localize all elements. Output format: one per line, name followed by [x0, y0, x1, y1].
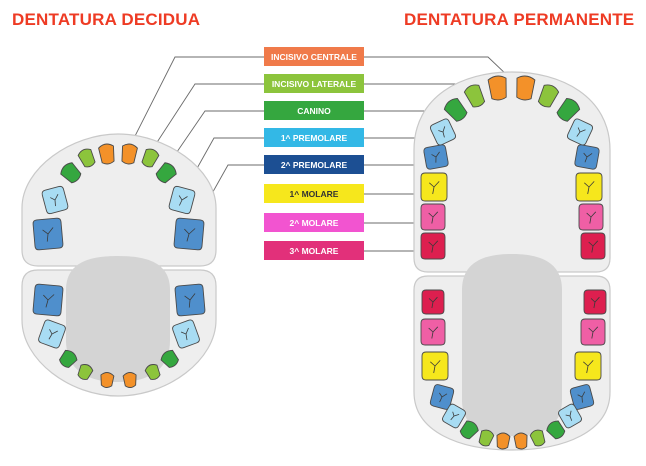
permanent-upper-tooth-molare-2	[578, 203, 604, 231]
deciduous-lower-tooth-incisivo-centrale	[122, 372, 137, 388]
permanent-lower-tooth-incisivo-centrale	[496, 432, 511, 450]
permanent-lower-tooth-incisivo-centrale	[513, 432, 528, 450]
deciduous-lower-tooth-premolare-2	[174, 283, 206, 317]
legend-molare-1: 1^ MOLARE	[264, 184, 364, 203]
deciduous-upper-tooth-premolare-1	[168, 185, 196, 215]
permanent-upper-tooth-canino	[443, 97, 468, 122]
permanent-upper-tooth-incisivo-laterale	[463, 84, 486, 108]
deciduous-upper-tooth-incisivo-laterale	[141, 148, 160, 168]
permanent-upper-tooth-premolare-2	[574, 144, 600, 170]
permanent-lower-tooth-premolare-2	[569, 384, 595, 410]
deciduous-upper-tooth-premolare-1	[41, 185, 69, 215]
permanent-upper-tooth-molare-1	[575, 172, 603, 202]
permanent-upper-tooth-canino	[556, 97, 581, 122]
deciduous-lower-tooth-premolare-2	[32, 283, 64, 317]
legend-molare-3: 3^ MOLARE	[264, 241, 364, 260]
deciduous-lower-tooth-canino	[160, 349, 179, 368]
deciduous-upper-tooth-canino	[155, 162, 177, 184]
leader-line-deciduous-incisivo-centrale	[132, 56, 264, 141]
deciduous-lower-tooth-premolare-1	[172, 319, 200, 349]
permanent-upper-tooth-molare-3	[420, 232, 446, 260]
permanent-lower-tooth-molare-2	[580, 318, 606, 346]
deciduous-upper-tooth-incisivo-centrale	[121, 143, 138, 165]
permanent-upper-arch	[413, 71, 611, 273]
leader-line-permanent-molare-1	[364, 187, 421, 195]
deciduous-title: DENTATURA DECIDUA	[12, 10, 201, 29]
permanent-lower-tooth-incisivo-laterale	[529, 429, 546, 447]
deciduous-dentition	[21, 133, 217, 397]
leader-line-permanent-molare-3	[364, 246, 421, 252]
legend-incisivo-centrale: INCISIVO CENTRALE	[264, 47, 364, 66]
deciduous-lower-tooth-incisivo-laterale	[77, 364, 94, 380]
permanent-lower-tooth-molare-1	[421, 351, 449, 381]
permanent-lower-tooth-molare-1	[574, 351, 602, 381]
deciduous-upper-tooth-incisivo-centrale	[98, 143, 115, 165]
leader-line-permanent-molare-2	[364, 217, 421, 224]
permanent-dentition	[413, 71, 611, 451]
leader-line-deciduous-canino	[167, 110, 264, 166]
deciduous-upper-tooth-premolare-2	[173, 217, 205, 251]
permanent-lower-tooth-canino	[459, 420, 479, 440]
legend-incisivo-laterale: INCISIVO LATERALE	[264, 74, 364, 93]
legend-molare-2: 2^ MOLARE	[264, 213, 364, 232]
leader-line-deciduous-incisivo-laterale	[151, 83, 264, 151]
permanent-upper-tooth-molare-3	[580, 232, 606, 260]
permanent-lower-tooth-molare-2	[420, 318, 446, 346]
deciduous-lower-tooth-incisivo-laterale	[144, 364, 161, 380]
permanent-upper-tooth-premolare-2	[423, 144, 449, 170]
permanent-lower-tooth-molare-3	[583, 289, 607, 315]
legend-premolare-2: 2^ PREMOLARE	[264, 155, 364, 174]
permanent-upper-tooth-molare-2	[420, 203, 446, 231]
leader-line-permanent-incisivo-centrale	[364, 56, 511, 79]
permanent-lower-tooth-premolare-2	[429, 384, 455, 410]
legend-canino: CANINO	[264, 101, 364, 120]
permanent-lower-tooth-molare-3	[421, 289, 445, 315]
deciduous-upper-tooth-canino	[60, 162, 82, 184]
permanent-upper-tooth-premolare-1	[430, 118, 456, 146]
permanent-lower-tooth-premolare-1	[558, 403, 582, 429]
permanent-upper-tooth-incisivo-centrale	[516, 75, 536, 101]
permanent-tongue	[462, 254, 562, 436]
permanent-lower-tooth-canino	[546, 420, 566, 440]
permanent-lower-tooth-premolare-1	[442, 403, 466, 429]
permanent-upper-tooth-incisivo-centrale	[487, 75, 507, 101]
permanent-upper-tooth-incisivo-laterale	[537, 84, 560, 108]
deciduous-upper-tooth-premolare-2	[32, 217, 64, 251]
permanent-lower-tooth-incisivo-laterale	[478, 429, 495, 447]
legend-premolare-1: 1^ PREMOLARE	[264, 128, 364, 147]
permanent-title: DENTATURA PERMANENTE	[404, 10, 635, 29]
deciduous-tongue	[66, 256, 170, 382]
deciduous-upper-tooth-incisivo-laterale	[77, 148, 96, 168]
permanent-upper-tooth-molare-1	[420, 172, 448, 202]
deciduous-lower-tooth-canino	[59, 349, 78, 368]
deciduous-lower-tooth-premolare-1	[38, 319, 66, 349]
deciduous-lower-tooth-incisivo-centrale	[100, 372, 115, 388]
